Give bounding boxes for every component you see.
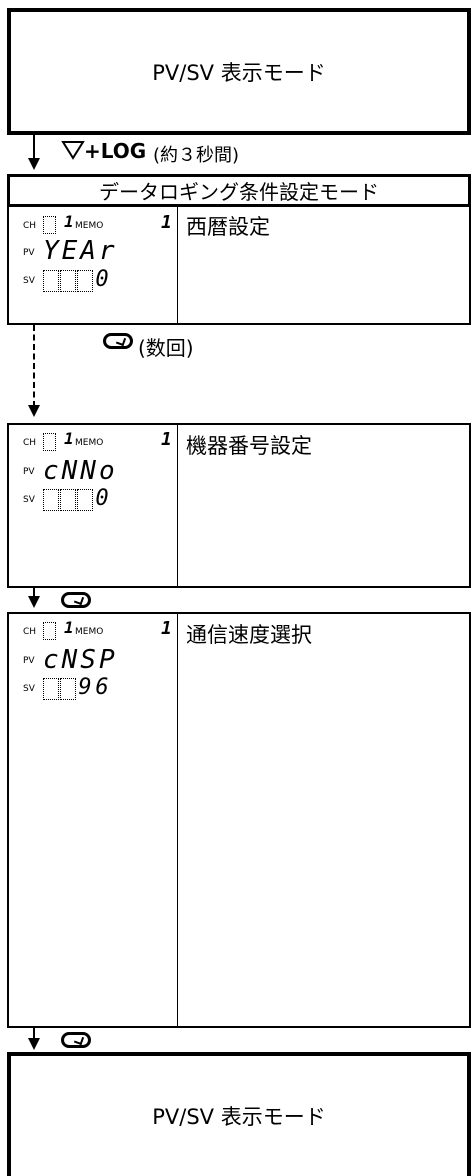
memo-digit: 1 xyxy=(161,429,172,450)
log-key-label: +LOG xyxy=(84,139,147,163)
sv-cell xyxy=(43,270,59,292)
sv-label: SV xyxy=(23,276,35,286)
arrow-2-head xyxy=(28,405,40,417)
arrow-3-line xyxy=(33,588,35,598)
sv-label: SV xyxy=(23,684,35,694)
step-name: 通信速度選択 xyxy=(186,623,312,647)
cycle-key-icon xyxy=(61,592,91,608)
memo-digit: 1 xyxy=(161,212,172,233)
ch-digit-box xyxy=(43,433,56,451)
step-divider xyxy=(177,206,178,323)
sv-label: SV xyxy=(23,495,35,505)
ch-digit-box xyxy=(43,216,56,234)
bottom-mode-label: PV/SV 表示モード xyxy=(152,1105,326,1129)
ch-label: CH xyxy=(23,221,37,231)
ch-label: CH xyxy=(23,438,37,448)
memo-label: MEMO xyxy=(75,627,104,637)
cycle-key-icon xyxy=(103,333,133,349)
sv-cell: 6 xyxy=(95,675,109,700)
step-divider xyxy=(177,614,178,1026)
sv-cell xyxy=(60,270,76,292)
ch-digit-box xyxy=(43,622,56,640)
condition-mode-header: データロギング条件設定モード xyxy=(7,174,471,207)
arrow-3-head xyxy=(28,596,40,608)
repeat-note: (数回) xyxy=(138,336,194,360)
step-name: 西暦設定 xyxy=(186,215,270,239)
arrow-2-dashed-line xyxy=(33,325,35,407)
sv-cell xyxy=(77,489,93,511)
sv-cell: 0 xyxy=(95,267,109,292)
cycle-key-icon xyxy=(61,1032,91,1048)
pv-display: cNSP xyxy=(43,645,118,675)
sv-cell: 9 xyxy=(78,675,92,700)
pv-label: PV xyxy=(23,467,35,477)
sv-display: 0 xyxy=(43,267,111,292)
pv-display: cNNo xyxy=(43,456,118,486)
sv-cell xyxy=(77,270,93,292)
step-comm-speed: CH 1 MEMO 1 PV cNSP SV 9 6 通信速度選択 xyxy=(7,612,471,1028)
memo-label: MEMO xyxy=(75,438,104,448)
memo-label: MEMO xyxy=(75,221,104,231)
hold-duration-note: (約３秒間) xyxy=(153,145,240,166)
top-mode-label: PV/SV 表示モード xyxy=(152,60,326,85)
pv-display: YEAr xyxy=(43,236,118,266)
arrow-1-line xyxy=(33,135,35,159)
step-year-setting: CH 1 MEMO 1 PV YEAr SV 0 西暦設定 xyxy=(7,206,471,325)
memo-digit: 1 xyxy=(161,618,172,639)
pv-label: PV xyxy=(23,248,35,258)
sv-cell xyxy=(43,678,59,700)
ch-digit: 1 xyxy=(64,212,74,231)
pv-label: PV xyxy=(23,656,35,666)
top-mode-box: PV/SV 表示モード xyxy=(7,8,471,135)
arrow-4-head xyxy=(28,1038,40,1050)
condition-mode-title: データロギング条件設定モード xyxy=(99,180,379,204)
sv-cell: 0 xyxy=(95,486,109,511)
ch-digit: 1 xyxy=(64,429,74,448)
down-triangle-icon xyxy=(61,141,85,160)
sv-cell xyxy=(60,678,76,700)
ch-digit: 1 xyxy=(64,618,74,637)
arrow-4-line xyxy=(33,1028,35,1040)
ch-label: CH xyxy=(23,627,37,637)
sv-cell xyxy=(60,489,76,511)
sv-cell xyxy=(43,489,59,511)
step-name: 機器番号設定 xyxy=(186,434,312,458)
sv-display: 9 6 xyxy=(43,675,111,700)
bottom-mode-box: PV/SV 表示モード xyxy=(7,1052,471,1176)
step-divider xyxy=(177,425,178,586)
step-device-number: CH 1 MEMO 1 PV cNNo SV 0 機器番号設定 xyxy=(7,423,471,588)
sv-display: 0 xyxy=(43,486,111,511)
arrow-1-head xyxy=(28,158,40,170)
